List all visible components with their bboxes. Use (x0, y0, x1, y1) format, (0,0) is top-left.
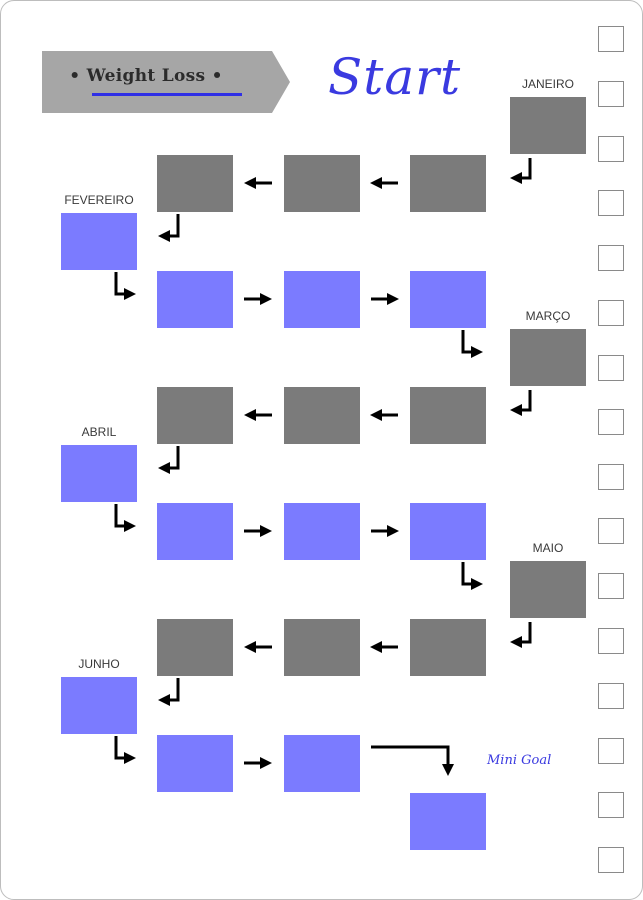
side-checkbox[interactable] (598, 26, 624, 52)
tracker-box[interactable] (157, 503, 233, 560)
banner-underline (92, 93, 242, 96)
hook-arrow-icon (114, 272, 136, 300)
tracker-box[interactable] (61, 677, 137, 734)
tracker-box[interactable] (284, 271, 360, 328)
mini-goal-box[interactable] (410, 793, 486, 850)
banner-title: • Weight Loss • (69, 66, 223, 86)
tracker-box[interactable] (157, 735, 233, 792)
hook-arrow-icon (158, 678, 180, 706)
month-label-junho: JUNHO (78, 657, 120, 671)
month-label-janeiro: JANEIRO (521, 77, 574, 91)
side-checkbox[interactable] (598, 738, 624, 764)
tracker-box[interactable] (510, 97, 586, 154)
hook-arrow-icon (510, 390, 532, 416)
side-checkbox[interactable] (598, 683, 624, 709)
side-checkbox[interactable] (598, 847, 624, 873)
tracker-box[interactable] (284, 387, 360, 444)
weight-loss-banner: • Weight Loss • (42, 51, 290, 113)
tracker-box[interactable] (61, 213, 137, 270)
hook-arrow-icon (510, 158, 532, 184)
side-checkbox[interactable] (598, 409, 624, 435)
start-title: Start (328, 48, 462, 106)
side-checkbox[interactable] (598, 573, 624, 599)
tracker-box[interactable] (61, 445, 137, 502)
hook-arrow-icon (158, 214, 180, 242)
month-label-maio: MAIO (532, 541, 564, 555)
tracker-box[interactable] (510, 329, 586, 386)
month-label-fevereiro: FEVEREIRO (64, 193, 134, 207)
tracker-box[interactable] (410, 503, 486, 560)
side-checkbox[interactable] (598, 792, 624, 818)
side-checkbox[interactable] (598, 518, 624, 544)
side-checkbox[interactable] (598, 136, 624, 162)
tracker-box[interactable] (157, 271, 233, 328)
hook-arrow-icon (461, 330, 483, 358)
side-checkbox[interactable] (598, 245, 624, 271)
side-checkbox[interactable] (598, 464, 624, 490)
tracker-box[interactable] (284, 503, 360, 560)
tracker-box[interactable] (510, 561, 586, 618)
side-checkbox[interactable] (598, 355, 624, 381)
banner-arrow-shape (42, 51, 290, 113)
mini-goal-label: Mini Goal (487, 753, 552, 768)
hook-arrow-icon (461, 562, 483, 590)
tracker-box[interactable] (410, 271, 486, 328)
hook-arrow-icon (510, 622, 532, 648)
side-checkbox[interactable] (598, 190, 624, 216)
side-checkbox[interactable] (598, 628, 624, 654)
tracker-box[interactable] (157, 387, 233, 444)
tracker-box[interactable] (157, 619, 233, 676)
tracker-box[interactable] (157, 155, 233, 212)
hook-arrow-icon (114, 504, 136, 532)
hook-arrow-icon (158, 446, 180, 474)
tracker-box[interactable] (410, 155, 486, 212)
tracker-box[interactable] (284, 155, 360, 212)
elbow-arrow-icon (371, 745, 454, 776)
tracker-box[interactable] (284, 735, 360, 792)
tracker-box[interactable] (284, 619, 360, 676)
side-checkbox[interactable] (598, 300, 624, 326)
tracker-box[interactable] (410, 387, 486, 444)
side-checkbox[interactable] (598, 81, 624, 107)
month-label-marco: MARÇO (525, 309, 571, 323)
hook-arrow-icon (114, 736, 136, 764)
month-label-abril: ABRIL (81, 425, 117, 439)
tracker-box[interactable] (410, 619, 486, 676)
